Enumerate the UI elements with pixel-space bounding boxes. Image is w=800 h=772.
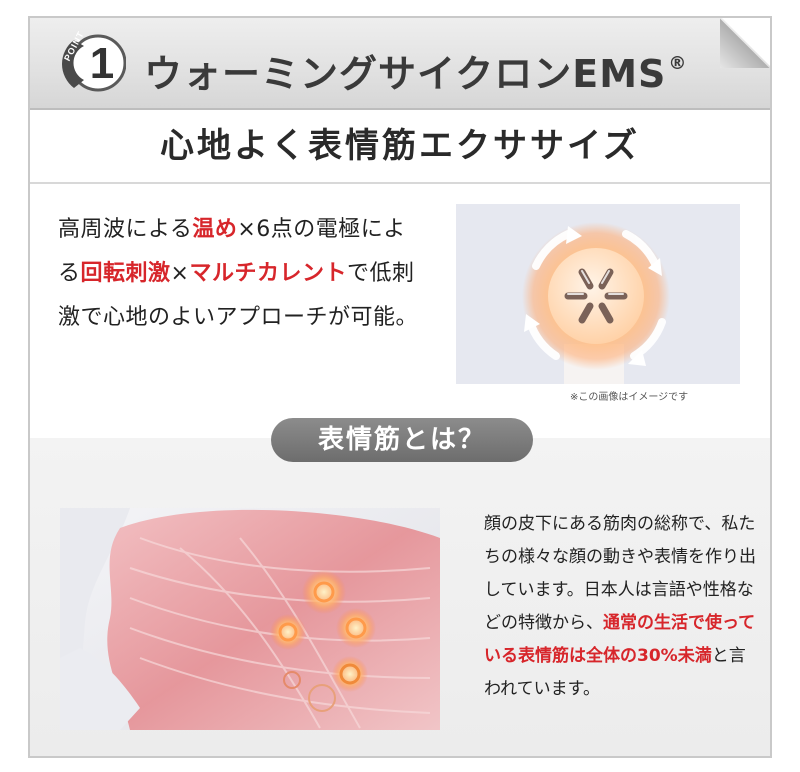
desc-seg-rotation: 回転刺激	[80, 261, 171, 286]
feature-title-text: ウォーミングサイクロンEMS	[144, 52, 667, 96]
subtitle-band: 心地よく表情筋エクササイズ	[30, 110, 770, 184]
desc-seg-5: ×	[170, 261, 190, 286]
section-heading-pill: 表情筋とは？	[271, 418, 533, 462]
feature-title: ウォーミングサイクロンEMS®	[144, 40, 687, 98]
expl-seg-0: 顔の皮下にある筋肉の総称で、私たちの様々な顔の動きや表情を作り出しています。日本…	[484, 514, 756, 633]
point-header: POINT 1 ウォーミングサイクロンEMS®	[30, 18, 770, 110]
facial-muscle-icon	[60, 508, 441, 730]
image-disclaimer: ※この画像はイメージです	[570, 392, 689, 403]
desc-seg-3: る	[58, 261, 81, 286]
feature-description: 高周波による温め×6点の電極による回転刺激×マルチカレントで低刺激で心地のよいア…	[58, 208, 418, 340]
ems-device-head-icon	[456, 204, 740, 384]
desc-seg-2: ×6点の電極によ	[237, 217, 406, 242]
desc-seg-multicurrent: マルチカレント	[189, 261, 347, 286]
desc-seg-warming: 温め	[192, 217, 238, 242]
muscle-explanation: 顔の皮下にある筋肉の総称で、私たちの様々な顔の動きや表情を作り出しています。日本…	[484, 508, 756, 706]
point-card: POINT 1 ウォーミングサイクロンEMS® 心地よく表情筋エクササイズ 高周…	[28, 16, 772, 758]
expl-seg-2: と言われています。	[484, 646, 746, 699]
page-curl-corner	[720, 18, 770, 68]
facial-muscle-image	[60, 508, 441, 730]
desc-seg-7: で低刺激で心地のよいアプローチが可能。	[58, 261, 419, 330]
subtitle: 心地よく表情筋エクササイズ	[160, 126, 640, 166]
point-badge-icon	[61, 34, 127, 92]
expl-seg-highlight: 通常の生活で使っている表情筋は全体の30%未満	[484, 613, 756, 666]
point-number: 1	[89, 39, 115, 88]
desc-seg-0: 高周波による	[58, 217, 193, 242]
ems-head-image	[456, 204, 740, 384]
registered-mark: ®	[668, 53, 688, 74]
point-badge: POINT 1	[60, 29, 127, 94]
